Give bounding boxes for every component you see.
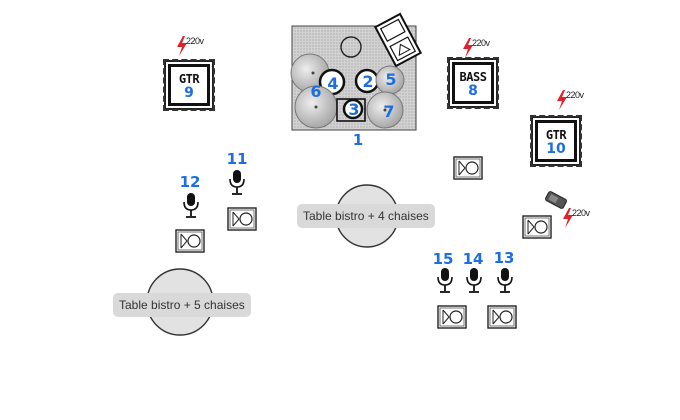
microphone-icon xyxy=(466,268,482,293)
amp-label: GTR xyxy=(545,128,567,142)
power-bolt-icon xyxy=(177,36,187,56)
monitor-wedge-icon xyxy=(522,215,552,239)
monitor-wedge-icon xyxy=(487,305,517,329)
microphone-icon xyxy=(497,268,513,293)
amp-label: BASS xyxy=(459,70,487,84)
drum-piece-number: 4 xyxy=(327,74,339,93)
microphone-icon xyxy=(437,268,453,293)
power-outlet-icon: 220v xyxy=(562,208,602,228)
amp-number: 10 xyxy=(546,141,566,157)
drum-small-tom xyxy=(340,36,362,58)
power-voltage-label: 220v xyxy=(566,90,584,100)
drum-piece-number: 2 xyxy=(362,72,374,91)
amp-number: 9 xyxy=(184,85,194,101)
microphone-icon xyxy=(183,193,199,218)
drum-riser-number: 1 xyxy=(352,131,364,149)
power-bolt-icon xyxy=(563,208,573,228)
microphone-icon xyxy=(229,170,245,195)
monitor-wedge-icon xyxy=(175,229,205,253)
mic-number-14: 14 xyxy=(462,250,484,268)
drum-piece-number: 7 xyxy=(383,102,395,121)
amp-guitar-10: GTR 10 xyxy=(530,115,582,167)
power-outlet-icon: 220v xyxy=(556,90,596,110)
power-voltage-label: 220v xyxy=(472,38,490,48)
drum-hardware-case xyxy=(373,12,423,68)
power-voltage-label: 220v xyxy=(572,208,590,218)
power-bolt-icon xyxy=(557,90,567,110)
monitor-wedge-icon xyxy=(227,207,257,231)
drum-piece-number: 5 xyxy=(385,70,397,89)
power-voltage-label: 220v xyxy=(186,36,204,46)
drum-snare-3 xyxy=(342,98,364,120)
monitor-wedge-icon xyxy=(437,305,467,329)
power-outlet-icon: 220v xyxy=(176,36,216,56)
mic-number-15: 15 xyxy=(432,250,454,268)
bistro-table-5-label: Table bistro + 5 chaises xyxy=(113,293,251,317)
amp-bass-8: BASS 8 xyxy=(447,57,499,109)
drum-piece-number: 6 xyxy=(310,82,322,101)
bistro-table-4-label: Table bistro + 4 chaises xyxy=(297,204,435,228)
mic-number-11: 11 xyxy=(226,150,248,168)
amp-label: GTR xyxy=(178,72,200,86)
mic-number-12: 12 xyxy=(179,173,201,191)
di-box-icon xyxy=(545,191,567,209)
drum-piece-number: 3 xyxy=(348,100,360,119)
amp-number: 8 xyxy=(468,83,478,99)
amp-guitar-9: GTR 9 xyxy=(163,59,215,111)
power-outlet-icon: 220v xyxy=(462,38,502,58)
power-bolt-icon xyxy=(463,38,473,58)
mic-number-13: 13 xyxy=(493,249,515,267)
monitor-wedge-icon xyxy=(453,156,483,180)
